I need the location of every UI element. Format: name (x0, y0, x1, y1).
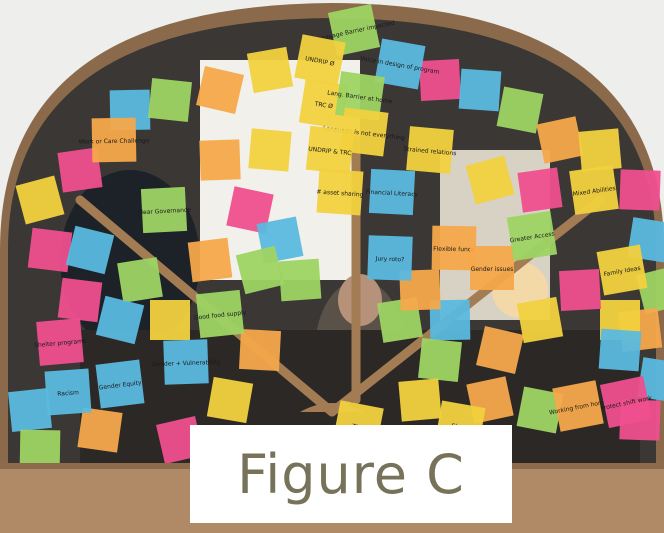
sticky-note (596, 244, 648, 296)
sticky-note (199, 139, 241, 181)
sticky-note (298, 78, 350, 130)
sticky-note (418, 58, 462, 102)
sticky-note (516, 386, 564, 434)
figure-caption: Figure C (237, 442, 465, 506)
sticky-note-text: Racism (57, 389, 79, 398)
sticky-note (619, 169, 661, 211)
sticky-note (316, 168, 364, 216)
sticky-note (27, 227, 73, 273)
sticky-note (163, 339, 209, 385)
sticky-note (235, 245, 285, 295)
sticky-note-text: Clear Governance (137, 207, 191, 217)
sticky-note (15, 175, 65, 225)
sticky-note (305, 125, 355, 175)
sticky-note (635, 265, 664, 315)
sticky-note-text: UNDRIP & TRC (308, 146, 352, 157)
sticky-note (117, 257, 163, 303)
sticky-note (496, 86, 544, 134)
sticky-note (95, 359, 145, 409)
sticky-note (367, 235, 413, 281)
sticky-note (465, 155, 515, 205)
sticky-note (431, 225, 477, 271)
sticky-note (8, 388, 52, 432)
sticky-note (196, 66, 244, 114)
sticky-note (599, 375, 653, 429)
sticky-note (195, 289, 245, 339)
sticky-note (374, 38, 426, 90)
sticky-note (57, 277, 103, 323)
sticky-note-text: # asset sharing (316, 188, 364, 198)
sticky-note (516, 296, 564, 344)
sticky-note (517, 167, 563, 213)
sticky-note-text: TRC Ø (313, 100, 333, 110)
sticky-note (637, 357, 664, 403)
sticky-note (65, 225, 115, 275)
sticky-note (44, 368, 92, 416)
sticky-note (148, 78, 192, 122)
sticky-note-text: Jury roto? (374, 255, 404, 263)
sticky-note (77, 407, 123, 453)
sticky-note (278, 258, 322, 302)
sticky-note (187, 237, 233, 283)
sticky-note (552, 380, 604, 432)
sticky-note (558, 268, 602, 312)
sticky-note (406, 126, 454, 174)
sticky-note (36, 318, 84, 366)
sticky-note (578, 128, 622, 172)
sticky-note (429, 299, 471, 341)
figure-caption-box: Figure C (190, 425, 512, 523)
sticky-note (470, 246, 514, 290)
sticky-note (458, 68, 502, 112)
sticky-note-text: Shelter programs (34, 338, 87, 350)
sticky-note (57, 147, 103, 193)
sticky-note-text: Gender issues (471, 266, 514, 273)
sticky-note (238, 328, 282, 372)
sticky-note (206, 376, 254, 424)
sticky-note (19, 429, 61, 471)
sticky-note-text: Strained relations (403, 146, 457, 158)
sticky-note (95, 295, 145, 345)
sticky-note (246, 46, 294, 94)
sticky-note (569, 165, 619, 215)
sticky-note (418, 338, 462, 382)
sticky-note (506, 210, 558, 262)
sticky-note (150, 300, 190, 340)
sticky-note-text: Gender + Vulnerability (152, 359, 221, 368)
sticky-note (91, 117, 137, 163)
sticky-note (476, 326, 524, 374)
sticky-note-text: Flexible funds (433, 246, 475, 254)
sticky-note (294, 34, 346, 86)
sticky-note (248, 128, 292, 172)
sticky-note-text: Work or Care Challenge (78, 137, 149, 145)
sticky-note (368, 168, 416, 216)
sticky-note (598, 328, 642, 372)
sticky-note (226, 186, 274, 234)
sticky-note-text: Financial Literacy (366, 189, 419, 199)
sticky-note (398, 378, 442, 422)
sticky-note (536, 116, 584, 164)
sticky-note (140, 186, 188, 234)
